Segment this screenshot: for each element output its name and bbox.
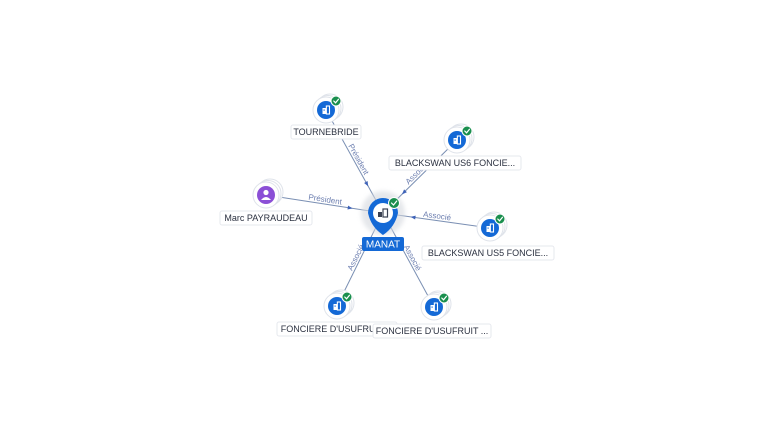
edge-arrow-icon — [401, 189, 407, 195]
edge-label: Président — [346, 142, 371, 177]
node-blackswan-us6[interactable]: BLACKSWAN US6 FONCIE... — [388, 123, 522, 171]
node-label: Marc PAYRAUDEAU — [224, 213, 307, 223]
person-icon — [261, 189, 271, 200]
node-tournebride[interactable]: TOURNEBRIDE — [290, 93, 362, 140]
node-fonciere-usufruit-1[interactable]: FONCIERE D'USUFRUIT ... — [276, 289, 398, 337]
center-node[interactable]: MANAT — [361, 191, 405, 251]
verified-check-icon — [461, 125, 473, 137]
node-label: FONCIERE D'USUFRUIT ... — [376, 326, 489, 336]
node-label: BLACKSWAN US6 FONCIE... — [395, 158, 515, 168]
node-label: BLACKSWAN US5 FONCIE... — [428, 248, 548, 258]
building-icon — [486, 223, 495, 233]
center-node-label: MANAT — [366, 240, 400, 251]
building-icon — [322, 105, 331, 115]
node-label: TOURNEBRIDE — [293, 127, 358, 137]
edge-label: Associé — [423, 210, 453, 223]
verified-check-icon — [388, 197, 400, 209]
verified-check-icon — [330, 95, 342, 107]
verified-check-icon — [341, 291, 353, 303]
edge-arrow-icon — [347, 205, 353, 210]
building-icon — [453, 135, 462, 145]
verified-check-icon — [438, 292, 450, 304]
node-blackswan-us5[interactable]: BLACKSWAN US5 FONCIE... — [421, 211, 555, 261]
building-icon — [378, 208, 389, 218]
node-label: FONCIERE D'USUFRUIT ... — [281, 324, 394, 334]
edge-arrow-icon — [410, 215, 416, 220]
node-fonciere-usufruit-2[interactable]: FONCIERE D'USUFRUIT ... — [372, 290, 492, 339]
nodes-layer: TOURNEBRIDE BLACKSWAN US6 FONCIE... Marc P… — [219, 93, 555, 339]
edge-arrow-icon — [364, 181, 369, 187]
building-icon — [430, 302, 439, 312]
node-marc-payraudeau[interactable]: Marc PAYRAUDEAU — [219, 178, 313, 226]
building-icon — [333, 301, 342, 311]
verified-check-icon — [494, 213, 506, 225]
